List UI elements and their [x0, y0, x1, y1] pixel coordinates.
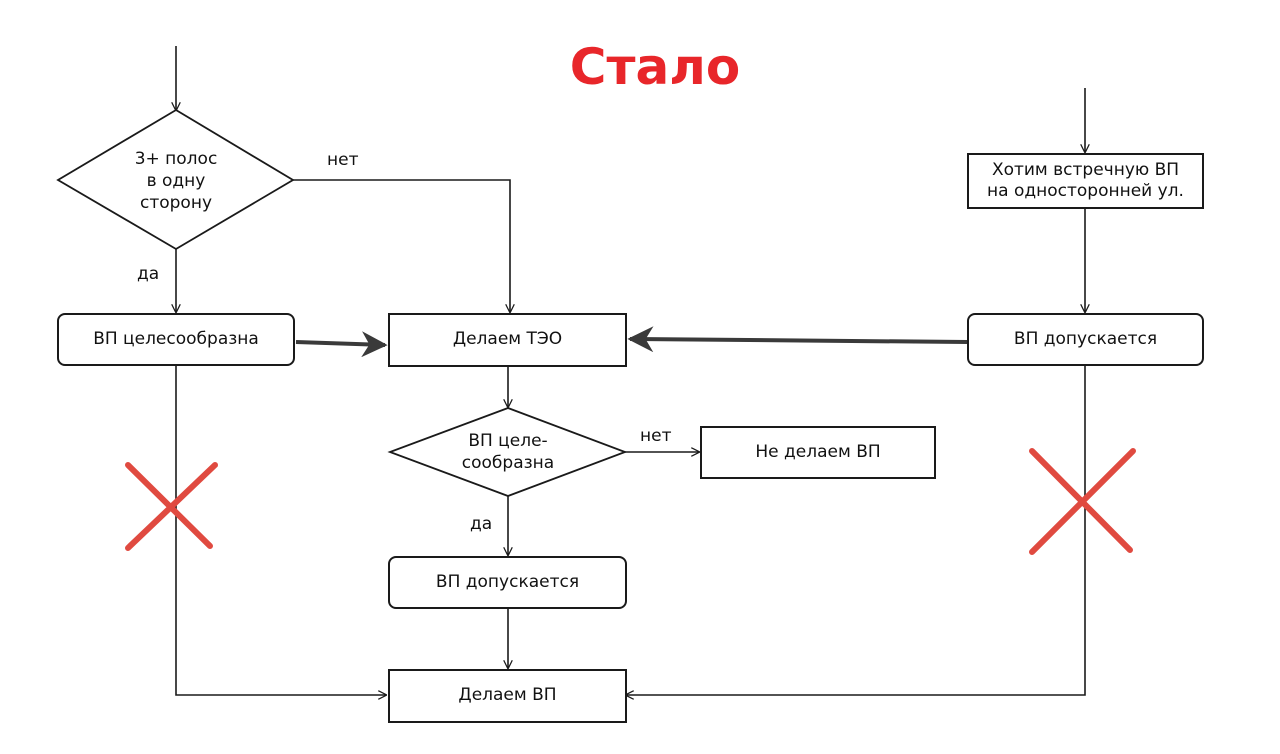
left-decision-line-1: 3+ полос	[134, 148, 218, 169]
arrow-right-to-final	[626, 366, 1086, 695]
right-start-box: Хотим встречную ВП на односторонней ул.	[967, 153, 1204, 209]
arrow-left-no	[293, 179, 510, 312]
no-make-box: Не делаем ВП	[700, 426, 936, 479]
left-no-label: нет	[327, 150, 359, 170]
left-decision-line-2: в одну	[146, 170, 206, 191]
final-box: Делаем ВП	[388, 669, 627, 723]
center-no-label: нет	[640, 426, 672, 446]
center-decision-line-2: сообразна	[461, 453, 555, 473]
left-decision-line-3: сторону	[139, 193, 213, 214]
right-box-allowed: ВП допускается	[967, 313, 1204, 366]
bold-arrow-left-to-teo	[295, 331, 388, 358]
arrow-left-to-final	[175, 366, 386, 695]
center-yes-label: да	[470, 514, 493, 534]
left-decision-text: 3+ полос в одну сторону	[100, 140, 252, 222]
center-decision-line-1: ВП целе-	[468, 430, 548, 451]
left-box-feasible: ВП целесообразна	[57, 313, 295, 366]
right-start-line-2: на односторонней ул.	[987, 181, 1184, 201]
teo-box: Делаем ТЭО	[388, 313, 627, 367]
right-cross-mark-icon	[1029, 448, 1136, 555]
right-start-line-1: Хотим встречную ВП	[991, 159, 1180, 180]
center-decision-text: ВП целе- сообразна	[430, 423, 586, 481]
left-cross-mark-icon	[125, 462, 218, 551]
page-title: Стало	[569, 38, 741, 96]
center-allowed-box: ВП допускается	[388, 556, 627, 609]
bold-arrow-right-to-teo	[627, 326, 968, 353]
left-yes-label: да	[137, 264, 160, 284]
